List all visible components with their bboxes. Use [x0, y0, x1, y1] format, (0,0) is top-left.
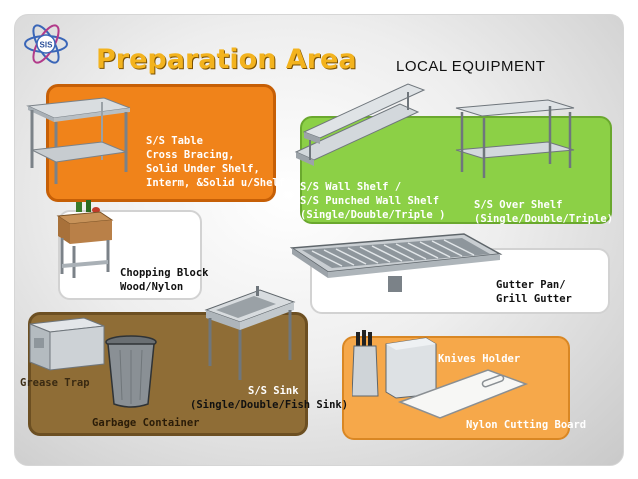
ss-table-label: S/S Table Cross Bracing, Solid Under She… [146, 135, 286, 189]
grease-trap-label: Grease Trap [20, 377, 90, 389]
gutter-pan-label: Gutter Pan/ Grill Gutter [496, 279, 572, 305]
over-shelf-image [452, 98, 578, 182]
grease-trap-image [28, 316, 106, 374]
wall-shelf-label: S/S Wall Shelf / S/S Punched Wall Shelf … [300, 181, 446, 221]
logo-text: SIS [40, 41, 54, 50]
garbage-container-image [104, 334, 158, 408]
ss-sink-label-title: S/S Sink [248, 385, 299, 397]
knives-holder-label: Knives Holder [438, 353, 521, 365]
page-subtitle: LOCAL EQUIPMENT [396, 58, 546, 75]
wall-shelf-image [290, 80, 430, 172]
knives-holder-image [352, 330, 442, 400]
over-shelf-label: S/S Over Shelf (Single/Double/Triple) [474, 199, 614, 225]
chopping-block-label: Chopping Block Wood/Nylon [120, 267, 209, 293]
cutting-board-label: Nylon Cutting Board [466, 419, 587, 431]
atom-logo-icon: SIS [22, 20, 70, 68]
cutting-board-image [396, 366, 530, 422]
ss-sink-label-types: (Single/Double/Fish Sink) [190, 399, 349, 411]
ss-table-image [24, 92, 134, 192]
garbage-container-label: Garbage Container [92, 417, 200, 429]
gutter-pan-image [288, 232, 504, 306]
chopping-block-image [54, 200, 114, 280]
page-title: Preparation Area [96, 44, 357, 75]
ss-sink-image [202, 286, 298, 382]
